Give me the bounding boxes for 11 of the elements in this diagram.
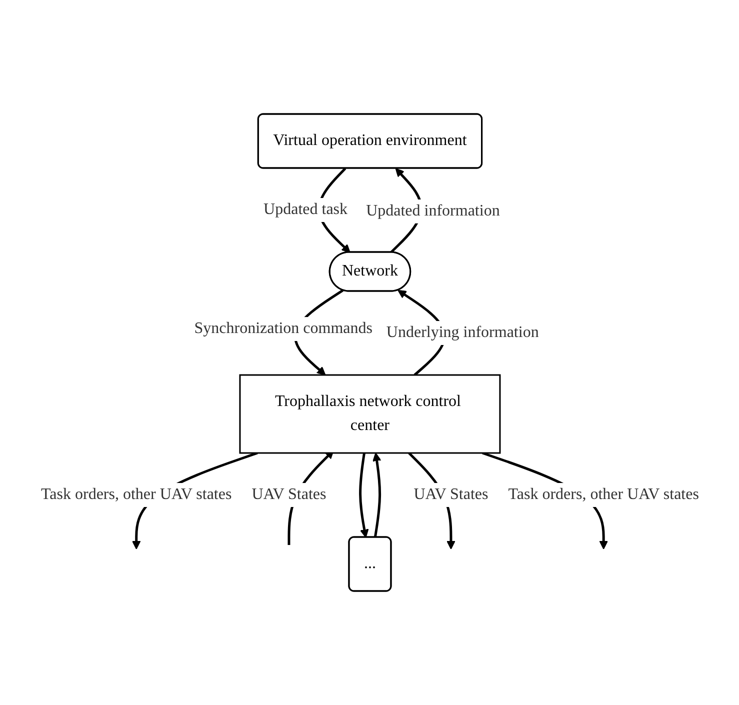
edge-label: UAV States (251, 486, 326, 503)
edge-label: UAV States (413, 486, 488, 503)
arrow (372, 452, 381, 538)
edge-label: Underlying information (386, 324, 538, 341)
node-box: Trophallaxis network control center (238, 374, 500, 454)
edge-label: Synchronization commands (194, 320, 372, 338)
arrow (358, 452, 368, 538)
edge-label: Task orders, other UAV states (508, 486, 698, 503)
edge-label: Updated task (263, 201, 348, 218)
edge-label: Updated information (366, 202, 500, 220)
edge-label: Task orders, other UAV states (40, 486, 232, 503)
